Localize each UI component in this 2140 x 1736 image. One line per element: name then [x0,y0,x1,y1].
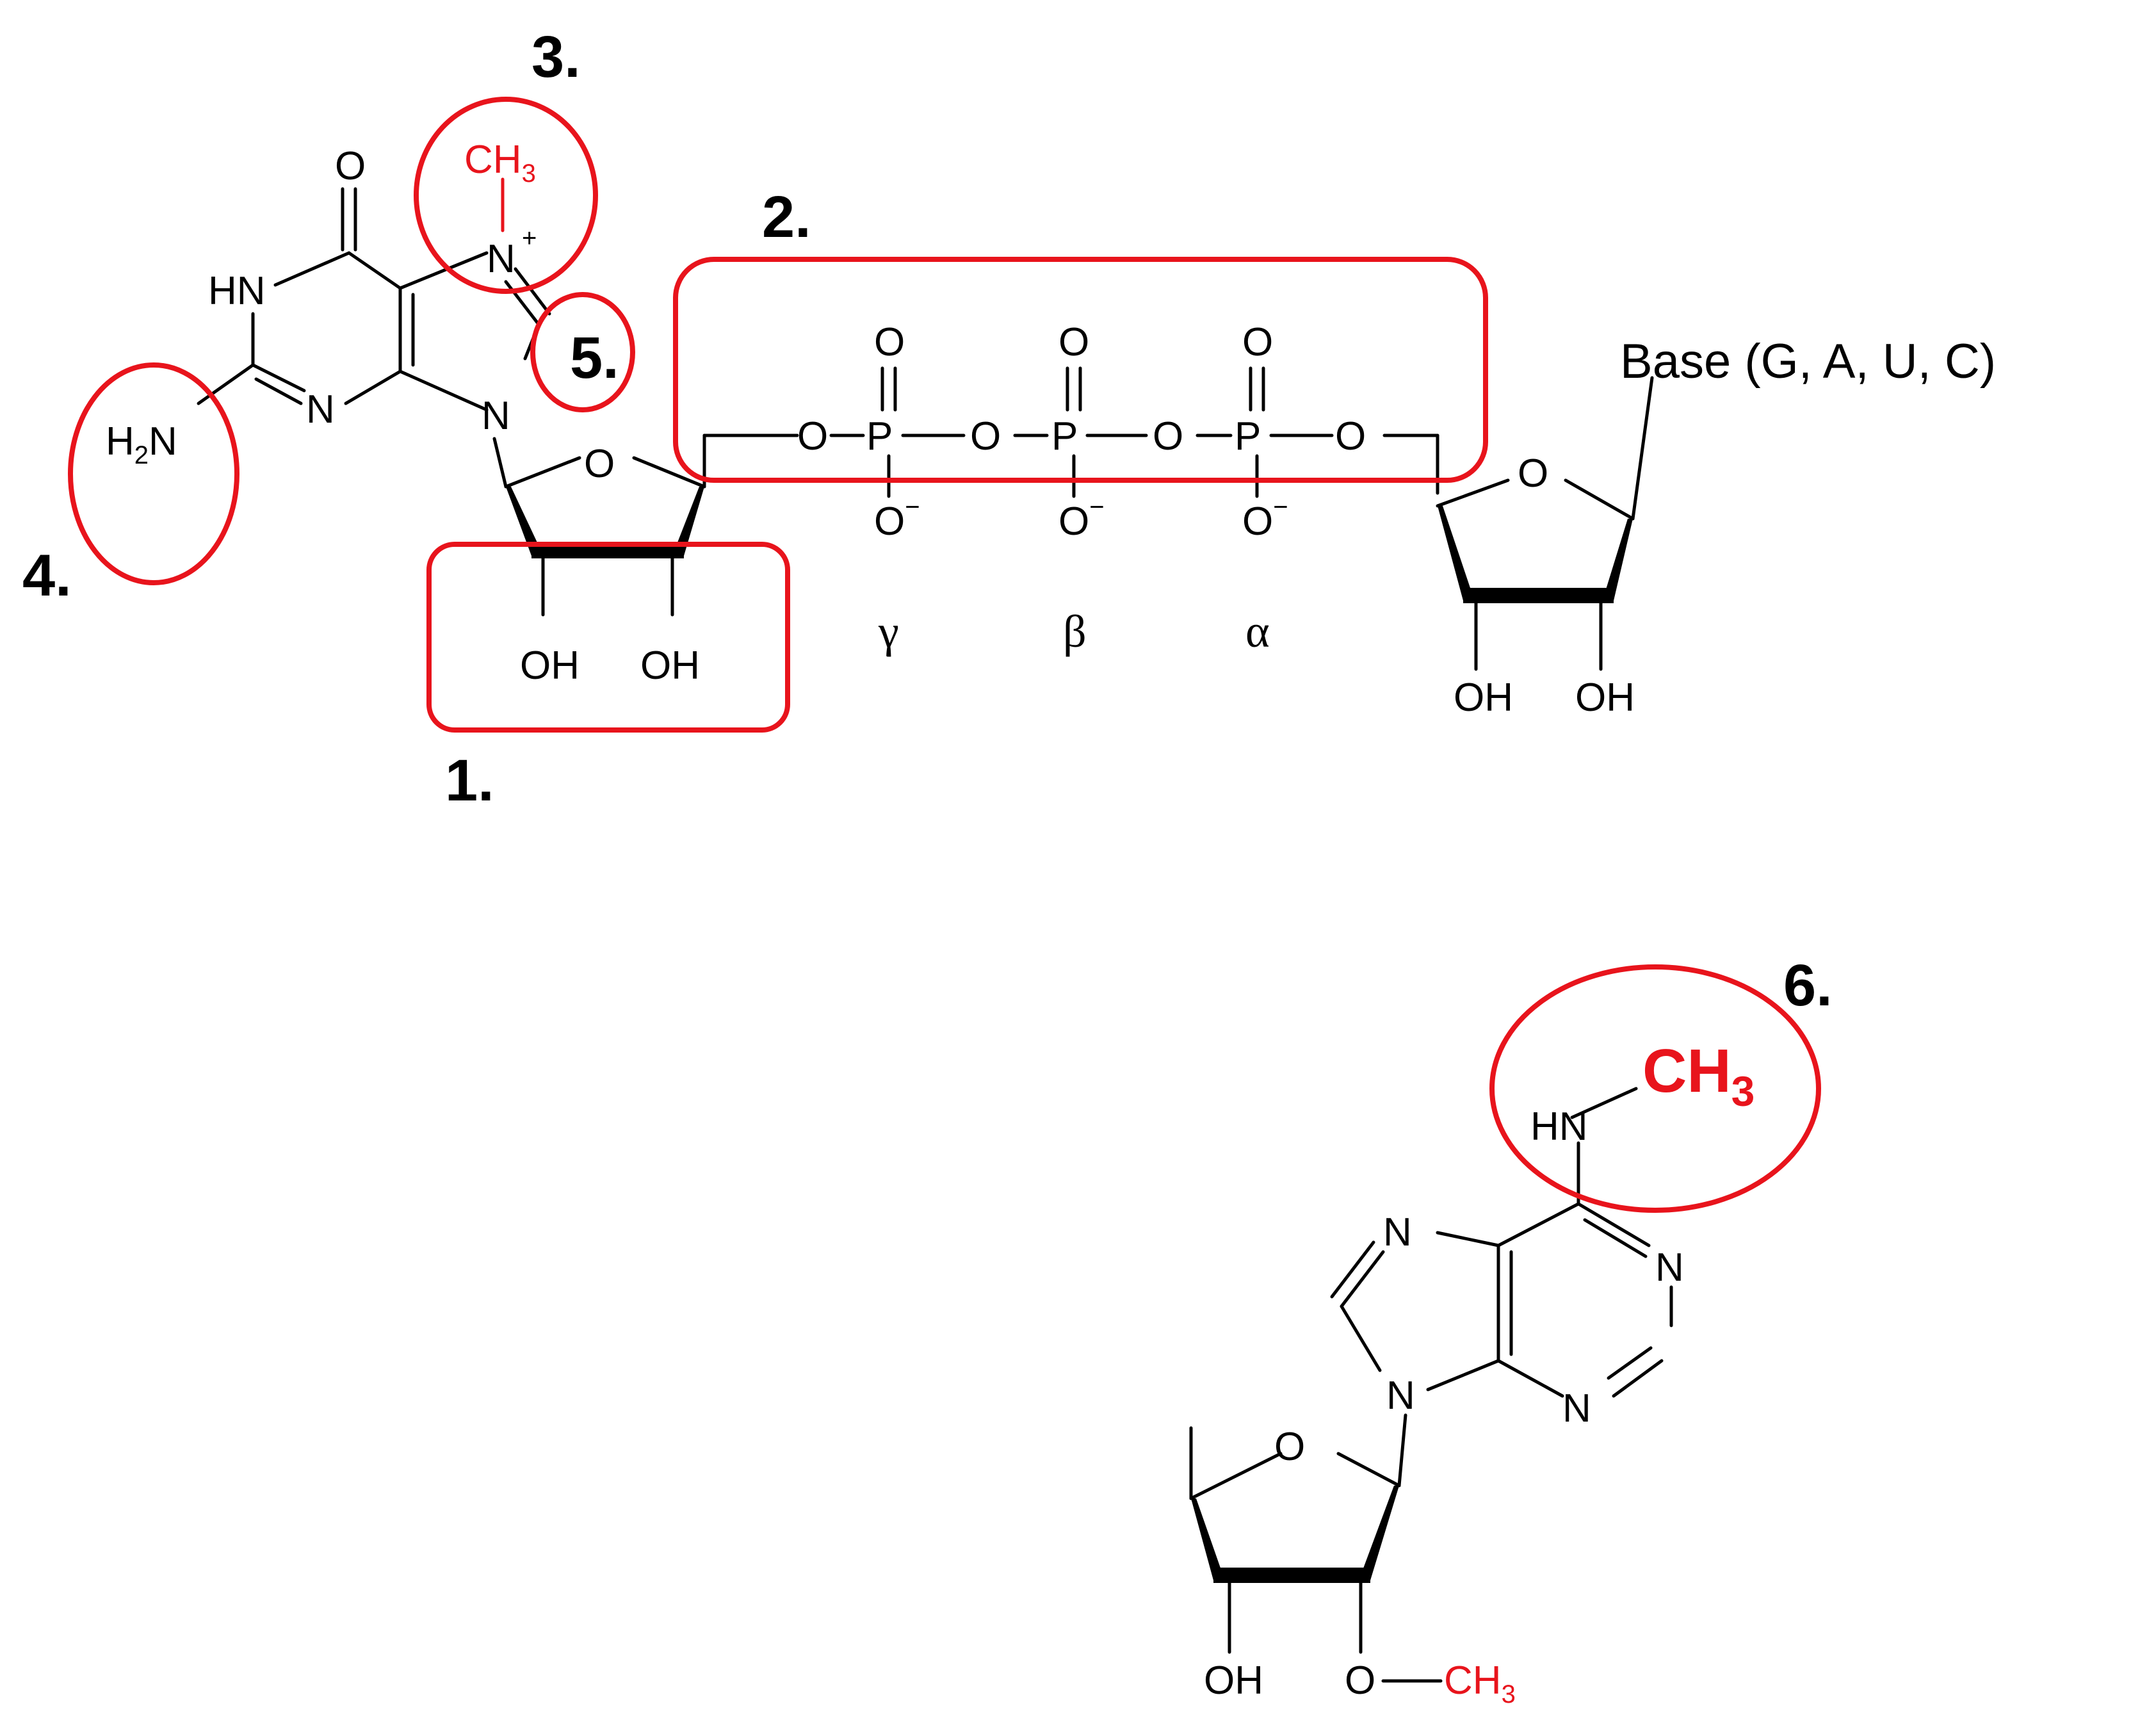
marker-4: 4. [22,543,72,608]
cap-ribose: O OH OH [504,434,799,688]
atom-o-double-alpha: O [1242,320,1273,364]
atom-oh-2-n1: OH [1454,676,1513,720]
highlight-circle-3 [414,97,598,294]
atom-n6h: HN [1530,1105,1588,1149]
marker-5: 5. [570,325,619,391]
atom-o-link-2: O [970,414,1001,458]
atom-n9: N [482,394,510,438]
atom-n3-adenine: N [1562,1386,1591,1431]
atom-oh-2-cap: OH [520,644,580,688]
atom-o-carbonyl: O [335,144,366,188]
highlight-circle-4 [68,362,239,585]
atom-o-ring-m6am: O [1274,1425,1305,1469]
marker-1: 1. [445,748,494,813]
marker-6: 6. [1783,953,1833,1018]
atom-oh-3-n1: OH [1575,676,1635,720]
atom-n9-adenine: N [1386,1374,1415,1418]
highlight-markers: 1. 2. 3. 4. 5. 6. [22,24,1833,1213]
atom-n1h: HN [208,269,266,313]
highlight-circle-6 [1489,964,1821,1213]
atom-o-link-1: O [797,414,828,458]
first-nucleotide-ribose: O OH OH Base (G, A, U, C) [1436,334,1996,720]
atom-o-minus-alpha: O− [1242,493,1288,544]
atom-o-link-3: O [1153,414,1183,458]
label-beta: β [1063,606,1087,657]
m7g-guanine: O HN N N N + CH3 H2N [106,138,551,489]
atom-o-double-beta: O [1058,320,1089,364]
atom-oh-3-cap: OH [640,644,700,688]
atom-n7-methyl: CH3 [464,138,536,188]
atom-p-beta: P [1051,414,1078,458]
atom-o-ring-n1: O [1518,451,1548,496]
atom-n3: N [306,387,335,432]
label-alpha: α [1245,606,1270,657]
label-gamma: γ [878,606,899,657]
atom-o-ring-cap: O [584,442,615,486]
m6am-nucleotide: HN CH3 N N N N O OH O CH3 [1189,1037,1755,1708]
atom-o-double-gamma: O [874,320,905,364]
highlight-box-1 [426,542,790,733]
atom-p-gamma: P [866,414,893,458]
atom-n6-methyl: CH3 [1642,1037,1755,1115]
marker-3: 3. [531,24,581,90]
highlight-circle-5 [530,292,635,412]
atom-o-minus-beta: O− [1058,493,1105,544]
atom-n7: N [487,237,515,281]
atom-nh2: H2N [106,419,177,469]
atom-p-alpha: P [1235,414,1261,458]
marker-2: 2. [762,184,811,250]
atom-o-minus-gamma: O− [874,493,920,544]
atom-o-link-4: O [1335,414,1366,458]
atom-2-o-methyl: CH3 [1444,1659,1516,1708]
atom-n7-adenine: N [1383,1210,1412,1254]
atom-oh-3-m6am: OH [1204,1659,1263,1703]
base-label: Base (G, A, U, C) [1620,334,1996,389]
n7-plus-charge: + [522,224,537,252]
triphosphate-bridge: O P O P O P O O O O O− O− O− γ β α [728,320,1439,657]
highlight-box-2 [673,257,1488,483]
atom-n1-adenine: N [1655,1245,1684,1290]
atom-o-2-methyl: O [1345,1659,1375,1703]
